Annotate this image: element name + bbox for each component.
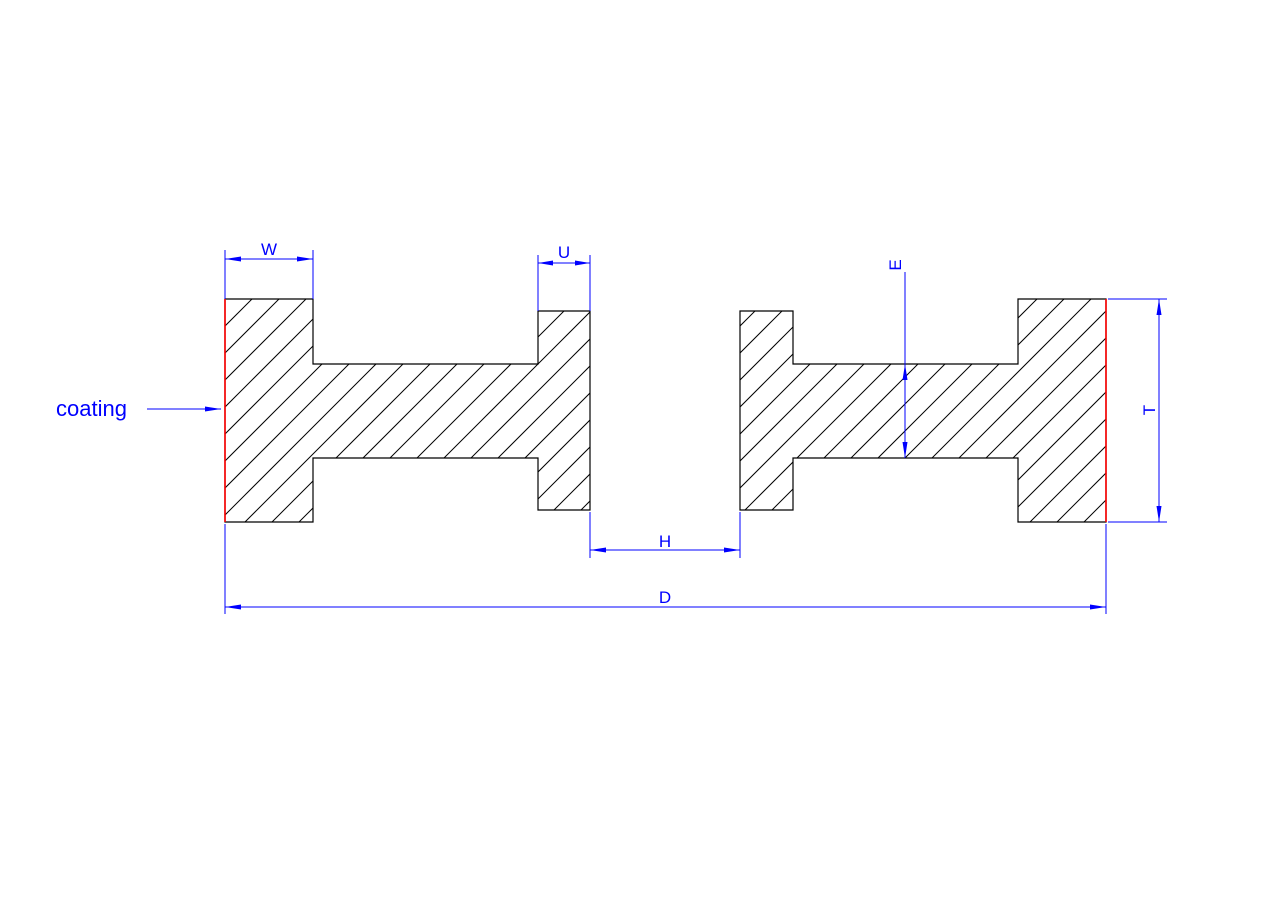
dimension-e-arrow-top bbox=[902, 364, 908, 380]
coating-leader-arrow bbox=[205, 406, 221, 412]
hatch-line bbox=[786, 299, 1011, 522]
hatch-line bbox=[840, 299, 1065, 522]
hatch-line bbox=[740, 299, 903, 522]
hatch-line bbox=[740, 299, 822, 522]
hatch-line bbox=[731, 299, 954, 522]
dimension-h: H bbox=[589, 512, 741, 558]
dimension-t-arrow-bottom bbox=[1156, 506, 1162, 522]
hatch-line bbox=[867, 299, 1092, 522]
dimension-w-arrow-right bbox=[297, 256, 313, 262]
hatch-line bbox=[740, 299, 849, 522]
hatch-line bbox=[1165, 299, 1269, 522]
hatch-line bbox=[298, 299, 523, 522]
dimension-t: T bbox=[1108, 298, 1167, 523]
hatch-line bbox=[785, 299, 1008, 522]
hatch-line bbox=[271, 299, 496, 522]
hatch-line bbox=[225, 299, 307, 522]
hatch-line bbox=[225, 299, 388, 522]
coating-label: coating bbox=[56, 396, 127, 421]
hatch-line bbox=[1029, 299, 1106, 522]
hatch-line bbox=[596, 299, 819, 522]
hatch-line bbox=[433, 299, 590, 522]
hatch-line bbox=[379, 299, 590, 522]
dimension-e: E bbox=[886, 259, 908, 458]
hatch-line bbox=[406, 299, 590, 522]
hatch-line bbox=[677, 299, 900, 522]
dimension-u: U bbox=[537, 243, 591, 311]
dimension-e-label: E bbox=[886, 259, 905, 270]
dimension-u-arrow-right bbox=[575, 260, 590, 266]
dimension-h-arrow-left bbox=[590, 547, 606, 553]
hatch-line bbox=[921, 299, 1106, 522]
dimension-t-arrow-top bbox=[1156, 299, 1162, 315]
left-profile-outline bbox=[224, 298, 591, 523]
hatch-line bbox=[1056, 299, 1106, 522]
hatch-line bbox=[623, 299, 846, 522]
hatch-line bbox=[1219, 299, 1269, 522]
left-profile bbox=[224, 298, 1035, 523]
dimension-h-arrow-right bbox=[724, 547, 740, 553]
hatch-line bbox=[568, 299, 590, 522]
hatch-line bbox=[812, 299, 1035, 522]
hatch-line bbox=[1246, 299, 1269, 522]
hatch-line bbox=[514, 299, 590, 522]
hatch-line bbox=[541, 299, 590, 522]
hatch-line bbox=[1192, 299, 1269, 522]
hatch-line bbox=[244, 299, 469, 522]
hatch-line bbox=[325, 299, 550, 522]
dimension-w: W bbox=[224, 240, 314, 299]
dimension-h-label: H bbox=[659, 532, 671, 551]
hatch-line bbox=[740, 299, 957, 522]
left-profile-hatching bbox=[225, 299, 1035, 522]
hatch-line bbox=[704, 299, 927, 522]
hatch-line bbox=[487, 299, 590, 522]
hatch-line bbox=[894, 299, 1106, 522]
dimension-d-arrow-left bbox=[225, 604, 241, 610]
hatch-line bbox=[225, 299, 334, 522]
dimension-d-label: D bbox=[659, 588, 671, 607]
coating-callout: coating bbox=[56, 396, 221, 421]
hatch-line bbox=[1002, 299, 1106, 522]
hatch-line bbox=[740, 299, 741, 522]
dimension-e-arrow-bottom bbox=[902, 442, 908, 458]
hatch-line bbox=[225, 299, 361, 522]
dimension-w-arrow-left bbox=[225, 256, 241, 262]
hatch-line bbox=[1111, 299, 1269, 522]
hatch-line bbox=[460, 299, 590, 522]
dimension-u-label: U bbox=[558, 243, 570, 262]
dimension-w-label: W bbox=[261, 240, 277, 259]
hatch-line bbox=[1083, 299, 1106, 522]
dimension-d: D bbox=[224, 524, 1107, 614]
dimension-d-arrow-right bbox=[1090, 604, 1106, 610]
dimension-u-arrow-left bbox=[538, 260, 553, 266]
hatch-line bbox=[225, 299, 280, 522]
hatch-line bbox=[650, 299, 873, 522]
hatch-line bbox=[740, 299, 795, 522]
hatch-line bbox=[740, 299, 876, 522]
hatch-line bbox=[758, 299, 981, 522]
right-profile-outline bbox=[739, 298, 1107, 523]
hatch-line bbox=[225, 299, 442, 522]
dimension-t-label: T bbox=[1140, 405, 1159, 415]
hatch-line bbox=[352, 299, 577, 522]
hatch-line bbox=[975, 299, 1106, 522]
hatch-line bbox=[948, 299, 1106, 522]
hatch-line bbox=[740, 299, 768, 522]
hatch-line bbox=[813, 299, 1038, 522]
